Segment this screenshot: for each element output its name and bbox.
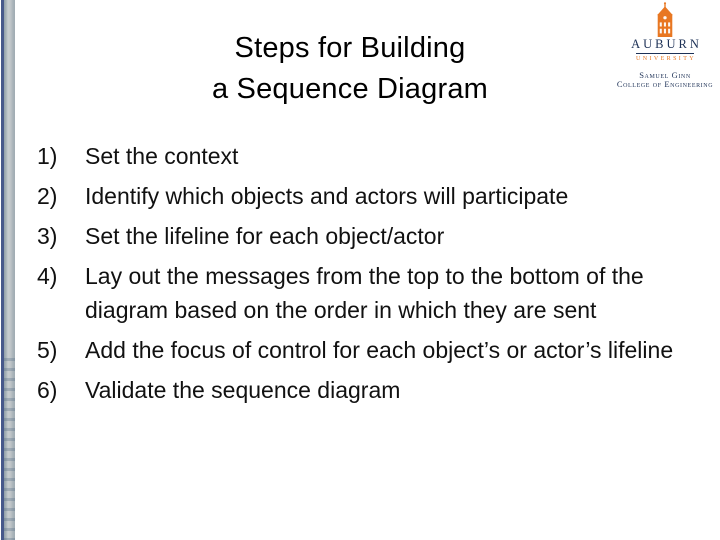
list-item-text: Identify which objects and actors will p… (85, 183, 569, 209)
logo-divider-rule (636, 53, 694, 54)
list-item-number: 1) (37, 143, 58, 169)
list-item-number: 3) (37, 223, 58, 249)
list-item-text: Set the context (85, 143, 239, 169)
list-item: 3) Set the lifeline for each object/acto… (37, 219, 687, 253)
college-name: Samuel Ginn College of Engineering (612, 71, 718, 89)
left-border-decoration (0, 0, 15, 540)
list-item-text: Validate the sequence diagram (85, 377, 401, 403)
list-item: 5) Add the focus of control for each obj… (37, 333, 687, 367)
auburn-logo: AUBURN UNIVERSITY Samuel Ginn College of… (612, 2, 718, 89)
list-item-number: 2) (37, 183, 58, 209)
auburn-wordmark: AUBURN (631, 37, 702, 51)
list-item-text: Add the focus of control for each object… (85, 337, 674, 363)
list-item-text: Lay out the messages from the top to the… (85, 263, 644, 323)
list-item-number: 4) (37, 263, 58, 289)
list-item: 1) Set the context (37, 139, 687, 173)
slide-title: Steps for Building a Sequence Diagram (30, 28, 670, 110)
slide-title-line2: a Sequence Diagram (211, 73, 489, 105)
steps-list: 1) Set the context 2) Identify which obj… (37, 139, 687, 413)
list-item-text: Set the lifeline for each object/actor (85, 223, 445, 249)
college-name-line2: College of Engineering (616, 79, 714, 89)
samford-tower-icon (657, 2, 673, 37)
college-name-line1: Samuel Ginn (639, 70, 691, 80)
slide-title-line1: Steps for Building (234, 32, 466, 64)
list-item: 6) Validate the sequence diagram (37, 373, 687, 407)
auburn-university-label: UNIVERSITY (636, 56, 696, 62)
list-item-number: 5) (37, 337, 58, 363)
list-item-number: 6) (37, 377, 58, 403)
list-item: 2) Identify which objects and actors wil… (37, 179, 687, 213)
list-item: 4) Lay out the messages from the top to … (37, 259, 687, 327)
left-border-ridges (4, 358, 15, 540)
